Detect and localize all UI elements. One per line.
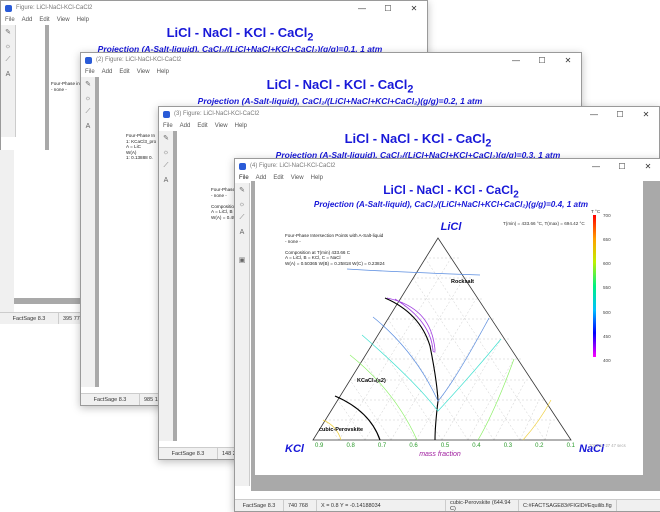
bulb-icon[interactable]: ☼ xyxy=(84,94,92,102)
menu-help[interactable]: Help xyxy=(310,175,323,181)
menu-bar: File Add Edit View Help xyxy=(1,15,427,25)
close-button[interactable]: ✕ xyxy=(564,55,572,65)
line-icon[interactable]: ⟋ xyxy=(163,162,169,169)
line-icon[interactable]: ⟋ xyxy=(5,56,11,63)
menu-view[interactable]: View xyxy=(290,175,304,181)
phase-label-kcacl3: KCaCl₃(s2) xyxy=(357,378,386,384)
menu-help[interactable]: Help xyxy=(76,17,89,23)
phase-label-rocksalt: Rocksalt xyxy=(451,279,474,285)
menu-view[interactable]: View xyxy=(56,17,70,23)
bulb-icon[interactable]: ☼ xyxy=(4,42,12,50)
factsage-logo-icon xyxy=(239,162,246,170)
title-bar: Figure: LiCl-NaCl-KCl-CaCl2 — ☐ ✕ xyxy=(1,1,427,15)
bulb-icon[interactable]: ☼ xyxy=(162,148,170,156)
factsage-logo-icon xyxy=(5,4,12,12)
timestamp: 2023-11-27 47 secs xyxy=(589,443,626,448)
minimize-button[interactable]: — xyxy=(592,161,600,171)
info-text: Four-Phase Intersection Points with A-Sa… xyxy=(285,233,385,266)
line-icon[interactable]: ⟋ xyxy=(85,108,91,115)
menu-file[interactable]: File xyxy=(239,175,249,181)
text-icon[interactable]: A xyxy=(163,176,169,184)
close-button[interactable]: ✕ xyxy=(410,3,418,13)
plot-subtitle: Projection (A-Salt-liquid), CaCl₂/(LiCl+… xyxy=(97,43,383,54)
window-title: Figure: LiCl-NaCl-KCl-CaCl2 xyxy=(16,5,93,11)
text-icon[interactable]: A xyxy=(5,70,11,78)
vertical-scrollbar[interactable] xyxy=(643,181,660,491)
line-icon[interactable]: ⟋ xyxy=(239,214,245,221)
menu-add[interactable]: Add xyxy=(255,175,267,181)
pen-icon[interactable]: ✎ xyxy=(163,135,169,142)
ternary-diagram[interactable] xyxy=(255,181,647,475)
minimize-button[interactable]: — xyxy=(358,3,366,13)
factsage-logo-icon xyxy=(163,110,170,118)
axis-label: mass fraction xyxy=(419,451,461,458)
temperature-range: T(min) = 433.66 °C, T(max) = 694.42 °C xyxy=(503,221,585,226)
toolbar: ✎ ☼ ⟋ A xyxy=(1,25,16,137)
bulb-icon[interactable]: ☼ xyxy=(238,200,246,208)
info-text: Four-Phase in- none - xyxy=(51,81,80,92)
apex-nacl-label: NaCl xyxy=(579,443,605,455)
close-button[interactable]: ✕ xyxy=(642,109,650,119)
minimize-button[interactable]: — xyxy=(590,109,598,119)
apex-kcl-label: KCl xyxy=(285,443,304,455)
plot-title: LiCl - NaCl - KCl - CaCl2 xyxy=(383,183,519,201)
minimize-button[interactable]: — xyxy=(512,55,520,65)
close-button[interactable]: ✕ xyxy=(644,161,652,171)
plot-canvas: LiCl - NaCl - KCl - CaCl2 Projection (A-… xyxy=(251,181,647,475)
pen-icon[interactable]: ✎ xyxy=(239,187,245,194)
window-title: (4) Figure: LiCl-NaCl-KCl-CaCl2 xyxy=(250,163,336,169)
maximize-button[interactable]: ☐ xyxy=(384,3,392,13)
menu-add[interactable]: Add xyxy=(21,17,33,23)
maximize-button[interactable]: ☐ xyxy=(618,161,626,171)
pen-icon[interactable]: ✎ xyxy=(85,81,91,88)
image-icon[interactable]: ▣ xyxy=(238,257,246,264)
text-icon[interactable]: A xyxy=(85,122,91,130)
phase-label-cubic-perovskite: cubic-Perovskite xyxy=(319,427,364,433)
text-icon[interactable]: A xyxy=(239,228,245,236)
apex-licl-label: LiCl xyxy=(440,221,462,233)
plot-subtitle: Projection (A-Salt-liquid), CaCl₂/(LiCl+… xyxy=(313,200,589,210)
menu-edit[interactable]: Edit xyxy=(273,175,284,181)
factsage-logo-icon xyxy=(85,56,92,64)
pen-icon[interactable]: ✎ xyxy=(5,29,11,36)
menu-edit[interactable]: Edit xyxy=(39,17,50,23)
title-bar: (2) Figure: LiCl-NaCl-KCl-CaCl2—☐✕ xyxy=(81,53,581,67)
maximize-button[interactable]: ☐ xyxy=(538,55,546,65)
plot-title: LiCl - NaCl - KCl - CaCl2 xyxy=(166,25,314,44)
menu-file[interactable]: File xyxy=(5,17,15,23)
temperature-colorbar xyxy=(593,215,596,357)
maximize-button[interactable]: ☐ xyxy=(616,109,624,119)
